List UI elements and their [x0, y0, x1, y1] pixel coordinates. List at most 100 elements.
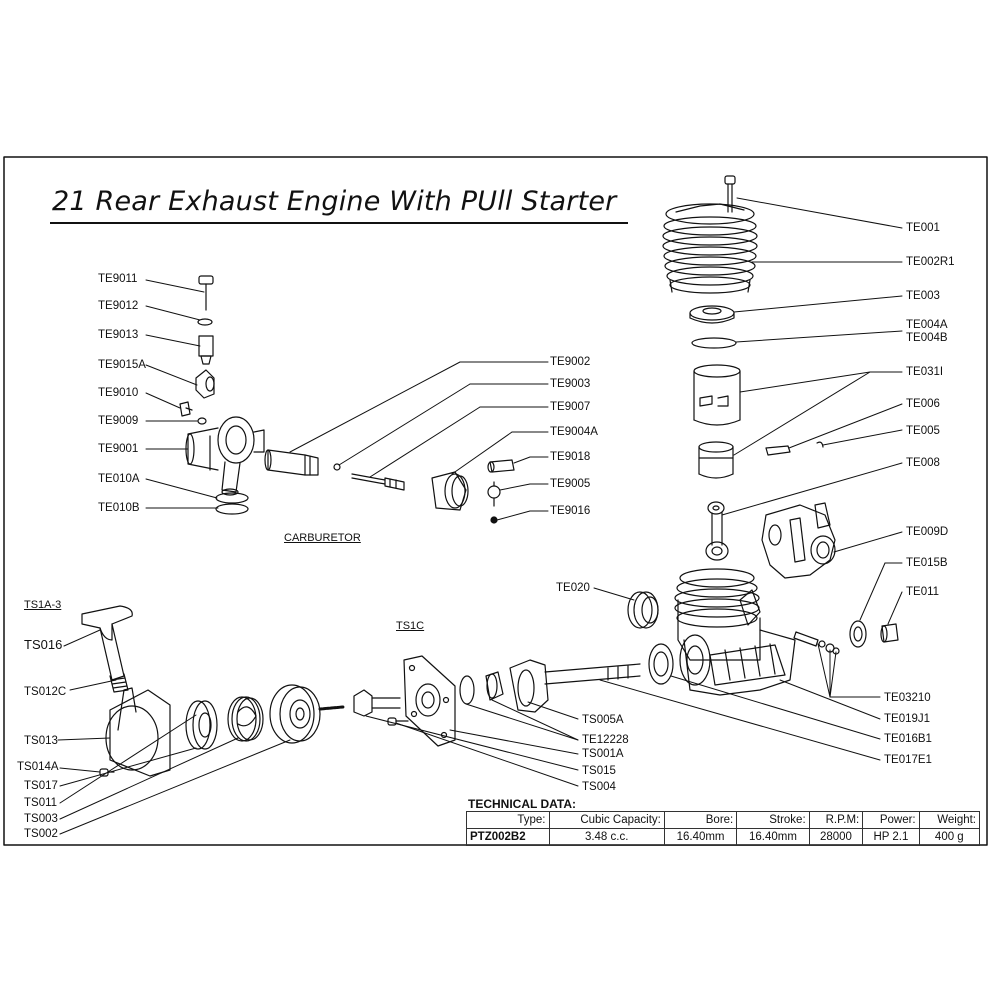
header-stroke: Stroke: — [736, 811, 810, 829]
part-label-te019j1: TE019J1 — [884, 713, 931, 725]
part-label-te020: TE020 — [556, 582, 590, 594]
header-bore: Bore: — [663, 811, 738, 829]
head-insert — [689, 305, 735, 324]
part-label-te9015a: TE9015A — [98, 359, 146, 371]
technical-value-row: PTZ002B2 3.48 c.c. 16.40mm 16.40mm 28000… — [466, 828, 981, 846]
part-label-ts001a: TS001A — [582, 748, 624, 760]
crankcase — [674, 568, 796, 696]
carb-ball-link — [487, 481, 501, 507]
part-label-te003: TE003 — [906, 290, 940, 302]
carb-needle-screw — [198, 275, 214, 311]
carb-barrel — [264, 449, 319, 476]
starter-housing — [105, 687, 171, 777]
carb-body — [185, 416, 265, 496]
technical-data-table: Type: Cubic Capacity: Bore: Stroke: R.P.… — [466, 811, 981, 846]
part-label-ts011: TS011 — [24, 797, 58, 809]
carb-needle-valve — [198, 335, 214, 365]
starter-pulley — [269, 684, 321, 744]
part-label-ts017: TS017 — [24, 780, 58, 792]
leader-lines — [57, 197, 903, 835]
part-label-ts003: TS003 — [24, 813, 58, 825]
part-label-ts002: TS002 — [24, 828, 58, 840]
header-weight: Weight: — [918, 811, 981, 829]
part-label-ts005a: TS005A — [582, 714, 624, 726]
front-bearing — [648, 643, 674, 685]
value-cubic-capacity: 3.48 c.c. — [548, 828, 665, 846]
value-type: PTZ002B2 — [466, 828, 550, 846]
wrist-pin — [765, 445, 791, 456]
part-label-te9010: TE9010 — [98, 387, 139, 399]
recoil-spring — [227, 696, 264, 742]
part-label-te03210: TE03210 — [884, 692, 931, 704]
carb-spray-bar — [351, 473, 405, 491]
part-label-te006: TE006 — [906, 398, 940, 410]
o-ring-ts — [459, 675, 475, 705]
part-label-te9007: TE9007 — [550, 401, 591, 413]
piston — [698, 441, 734, 479]
part-label-te9002: TE9002 — [550, 356, 591, 368]
part-label-te008: TE008 — [906, 457, 940, 469]
part-label-te009d: TE009D — [906, 526, 949, 538]
head-gasket — [691, 337, 737, 349]
rear-bearing — [849, 620, 867, 648]
part-label-te001: TE001 — [906, 222, 940, 234]
part-label-te9001: TE9001 — [98, 443, 139, 455]
part-label-ts004: TS004 — [582, 781, 616, 793]
part-label-te004a: TE004A — [906, 319, 948, 331]
backplate-screws — [793, 631, 840, 655]
drive-spring — [318, 705, 345, 711]
rear-housing — [761, 502, 836, 579]
part-label-ts016: TS016 — [24, 637, 63, 652]
part-label-te9012: TE9012 — [98, 300, 139, 312]
part-label-te9009: TE9009 — [98, 415, 139, 427]
part-label-te9005: TE9005 — [550, 478, 591, 490]
value-rpm: 28000 — [808, 828, 864, 846]
part-label-te010a: TE010A — [98, 473, 140, 485]
exhaust-gasket-ring — [627, 591, 659, 629]
part-label-te12228: TE12228 — [582, 734, 629, 746]
part-label-te9018: TE9018 — [550, 451, 591, 463]
part-label-te9004a: TE9004A — [550, 426, 598, 438]
part-label-te015b: TE015B — [906, 557, 948, 569]
starter-assembly-label: TS1A-3 — [24, 599, 62, 611]
title-underline — [50, 222, 628, 224]
part-label-te9003: TE9003 — [550, 378, 591, 390]
part-label-te9016: TE9016 — [550, 505, 591, 517]
connecting-rod — [705, 501, 729, 561]
starter-plate-label: TS1C — [396, 620, 425, 632]
value-weight: 400 g — [918, 828, 981, 846]
header-type: Type: — [466, 811, 550, 829]
part-label-te9011: TE9011 — [98, 273, 138, 285]
pull-handle — [81, 605, 133, 693]
part-label-te9013: TE9013 — [98, 329, 139, 341]
carb-gaskets — [215, 492, 249, 515]
drawing-border — [3, 156, 988, 846]
part-label-te031: TE031I — [906, 366, 944, 378]
part-label-te016b1: TE016B1 — [884, 733, 932, 745]
carb-idle-screw — [179, 401, 193, 417]
technical-header-row: Type: Cubic Capacity: Bore: Stroke: R.P.… — [466, 811, 981, 829]
carb-fuel-nipple — [195, 369, 215, 399]
part-label-te005: TE005 — [906, 425, 940, 437]
header-cubic-capacity: Cubic Capacity: — [548, 811, 665, 829]
technical-data-title: TECHNICAL DATA: — [468, 797, 576, 811]
value-bore: 16.40mm — [663, 828, 738, 846]
carburetor-section-label: CARBURETOR — [284, 532, 361, 544]
cylinder-liner — [693, 364, 741, 426]
header-rpm: R.P.M: — [808, 811, 864, 829]
carb-o-ring-mid — [197, 417, 207, 425]
part-label-te002r1: TE002R1 — [906, 256, 955, 268]
pin-clip — [816, 441, 824, 448]
carb-nut — [490, 516, 498, 524]
cylinder-head-fins — [662, 203, 758, 294]
diagram-title: 21 Rear Exhaust Engine With PUll Starter — [52, 186, 617, 217]
starter-shaft — [353, 689, 401, 717]
part-label-ts015: TS015 — [582, 765, 616, 777]
carb-arm-pin — [487, 459, 515, 473]
crankshaft — [509, 659, 641, 713]
carb-o-ring-small — [197, 318, 213, 326]
carb-small-washer — [333, 463, 341, 471]
crank-washer — [485, 671, 504, 701]
carb-air-restrictor — [431, 471, 469, 511]
